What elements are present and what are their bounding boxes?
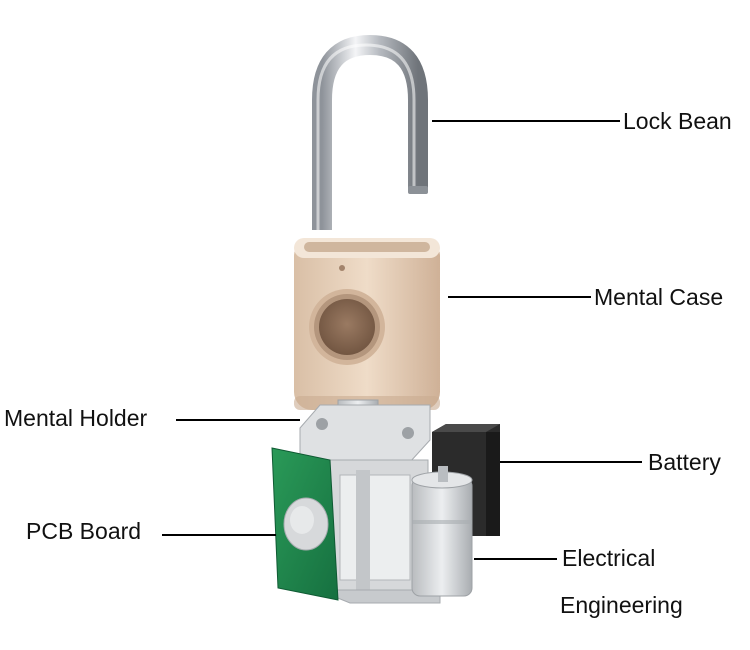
label-electrical-line1: Electrical <box>562 545 656 571</box>
lock-bean-shackle <box>312 34 428 230</box>
label-mental-holder: Mental Holder <box>4 405 148 431</box>
label-electrical-line2: Engineering <box>560 592 683 618</box>
label-lock-bean: Lock Bean <box>623 108 732 134</box>
leader-lines <box>162 120 642 560</box>
electrical-motor <box>411 466 473 597</box>
label-pcb-board: PCB Board <box>26 518 142 544</box>
mental-case-body <box>294 238 440 410</box>
mental-holder-frame <box>299 399 441 604</box>
label-battery: Battery <box>648 449 721 475</box>
label-mental-case: Mental Case <box>594 284 724 310</box>
pcb-board <box>271 447 339 601</box>
